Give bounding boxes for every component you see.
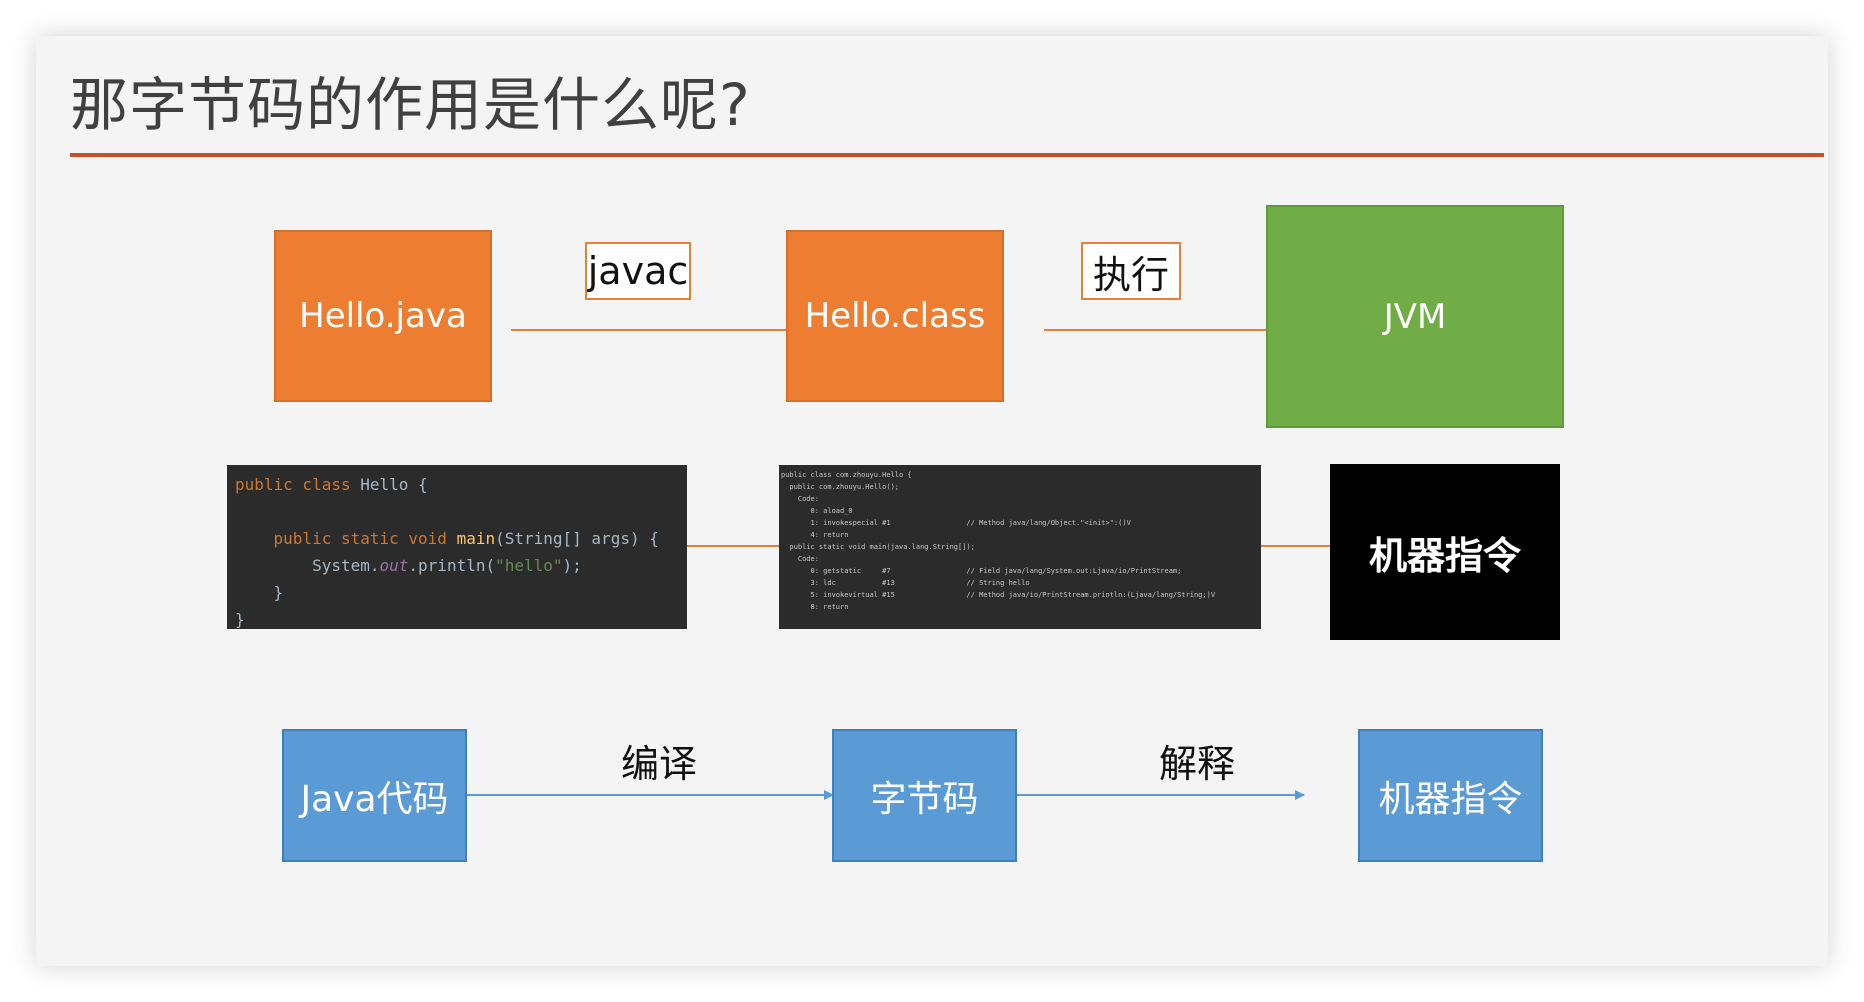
- hello-java-label: Hello.java: [299, 296, 467, 336]
- javac-label: javac: [587, 249, 689, 293]
- hello-class-box: Hello.class: [786, 230, 1004, 402]
- machine-instruction-box: 机器指令: [1330, 464, 1560, 640]
- machine-instruction-label: 机器指令: [1368, 533, 1521, 578]
- bytecode-line: 3: ldc #13 // String hello: [781, 579, 1030, 587]
- slide-title: 那字节码的作用是什么呢?: [70, 71, 751, 139]
- bytecode-block: public class com.zhouyu.Hello { public c…: [779, 465, 1261, 629]
- code-line-blank: [235, 498, 679, 525]
- bytecode-line: 8: return: [781, 603, 849, 611]
- interpret-label: 解释: [1159, 742, 1236, 786]
- code-line-5: }: [235, 610, 245, 629]
- bytecode-line: 1: invokespecial #1 // Method java/lang/…: [781, 519, 1131, 527]
- bytecode-line: public com.zhouyu.Hello();: [781, 483, 900, 491]
- java-code-label: Java代码: [300, 778, 449, 820]
- hello-java-box: Hello.java: [274, 230, 492, 402]
- jvm-label: JVM: [1383, 296, 1447, 337]
- bytecode-line: public class com.zhouyu.Hello {: [781, 471, 912, 479]
- code-line-1: public class Hello {: [235, 475, 428, 494]
- bytecode-label: 字节码: [870, 778, 979, 820]
- java-source-code-block: public class Hello { public static void …: [227, 465, 687, 629]
- code-line-3: System.out.println("hello");: [312, 556, 582, 575]
- bytecode-line: 0: getstatic #7 // Field java/lang/Syste…: [781, 567, 1182, 575]
- bytecode-line: 0: aload_0: [781, 507, 853, 515]
- javac-label-box: javac: [585, 242, 691, 300]
- java-code-box: Java代码: [282, 729, 467, 862]
- machine-code-label: 机器指令: [1378, 778, 1523, 820]
- bytecode-line: 5: invokevirtual #15 // Method java/io/P…: [781, 591, 1216, 599]
- jvm-box: JVM: [1266, 205, 1564, 428]
- execute-label: 执行: [1092, 252, 1169, 297]
- code-line-2: public static void main(String[] args) {: [273, 529, 659, 548]
- compile-label: 编译: [621, 742, 698, 786]
- bytecode-line: Code:: [781, 555, 819, 563]
- bytecode-line: 4: return: [781, 531, 849, 539]
- bytecode-box: 字节码: [832, 729, 1017, 862]
- hello-class-label: Hello.class: [804, 296, 986, 336]
- slide: 那字节码的作用是什么呢? Hello.java javac Hello.clas…: [36, 36, 1828, 966]
- code-line-4: }: [273, 583, 284, 602]
- title-underline: [70, 153, 1824, 157]
- bytecode-line: Code:: [781, 495, 819, 503]
- machine-code-box: 机器指令: [1358, 729, 1543, 862]
- bytecode-line: public static void main(java.lang.String…: [781, 543, 975, 551]
- execute-label-box: 执行: [1081, 242, 1181, 300]
